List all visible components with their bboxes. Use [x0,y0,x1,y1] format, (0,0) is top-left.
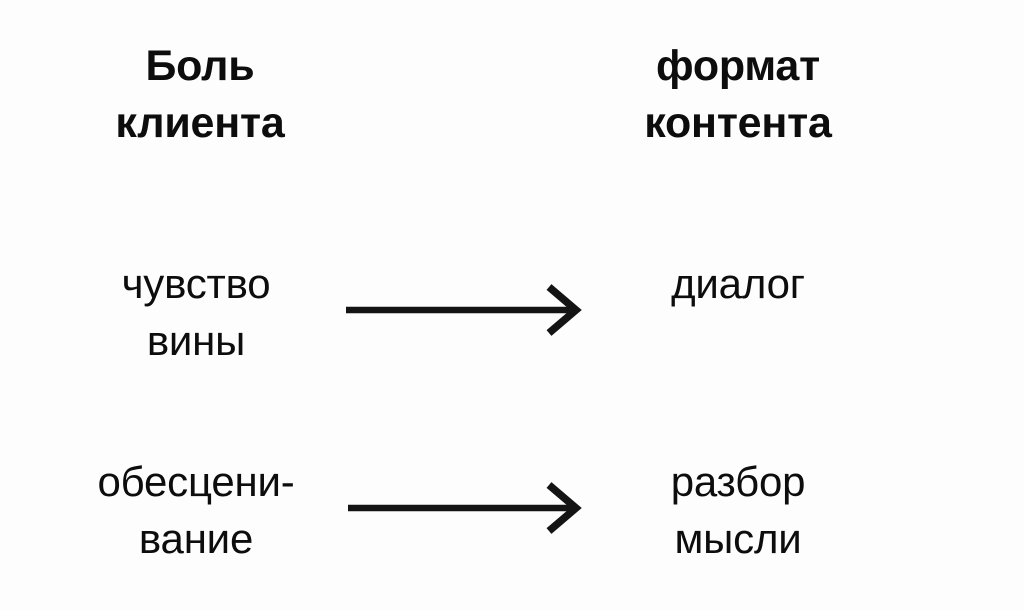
pain-label-1: чувство вины [121,260,271,365]
mapping-row: обесцени- вание разбор мысли [0,453,1024,603]
column-header-format: формат контента [644,42,832,147]
pain-label-2: обесцени- вание [97,458,295,563]
format-label-1: диалог [671,260,805,307]
column-header-pain: Боль клиента [115,42,285,147]
arrow-right-icon-2 [344,477,584,539]
mapping-row: чувство вины диалог [0,255,1024,405]
format-label-2: разбор мысли [670,458,806,563]
arrow-right-icon-1 [344,279,584,341]
